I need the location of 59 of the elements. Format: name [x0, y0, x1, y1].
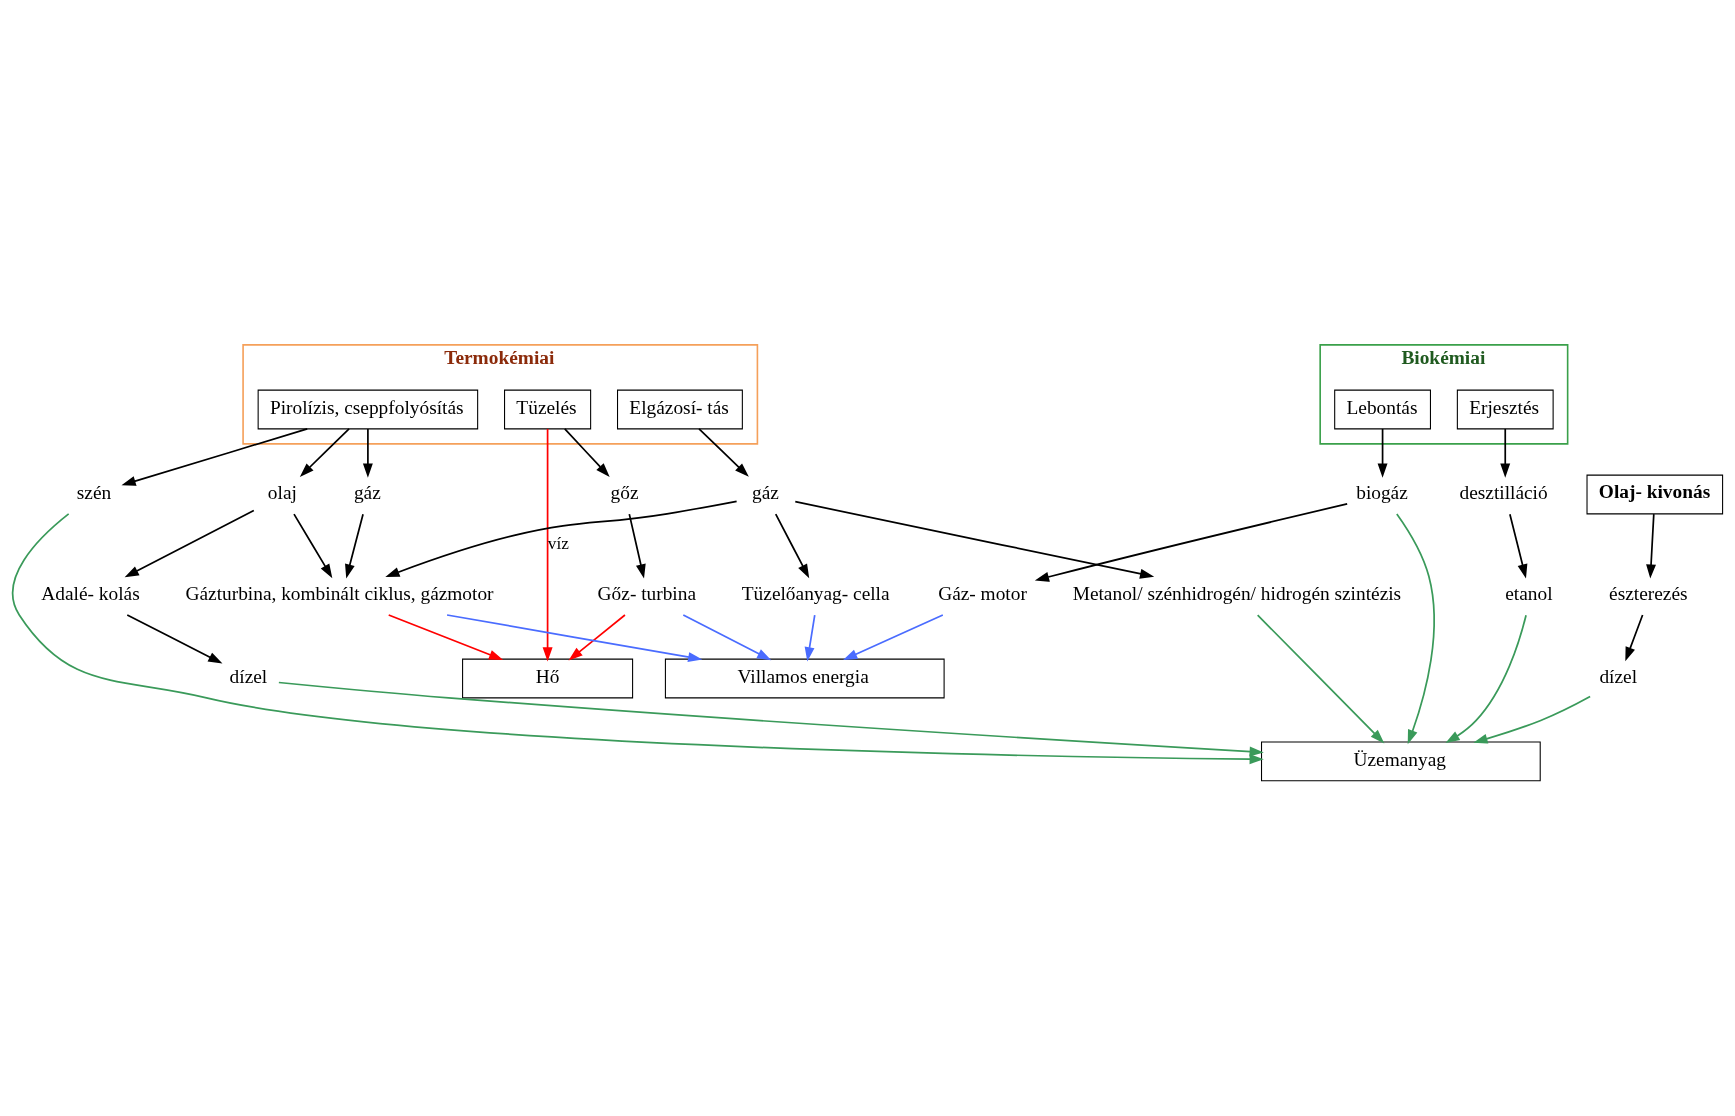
arrow [1034, 502, 1349, 582]
node-text: Metanol/ szénhidrogén/ hidrogén szintézis [1072, 582, 1402, 604]
node-box: Lebontás [1334, 389, 1431, 429]
arrow [563, 427, 610, 477]
node-box: Olaj- kivonás [1586, 474, 1724, 514]
node-text: gőz [610, 481, 639, 503]
arrow [121, 427, 309, 486]
node-box: Üzemanyag [1261, 740, 1541, 781]
node-text: biogáz [1356, 481, 1408, 503]
node-text: gáz [752, 481, 779, 503]
arrow [1395, 512, 1436, 744]
node-text: szén [76, 481, 112, 503]
arrow [1625, 613, 1644, 661]
node-box: Pirolízis, cseppfolyósítás [257, 389, 479, 429]
edge-label: víz [547, 533, 569, 553]
arrow [345, 512, 364, 579]
arrow [843, 613, 944, 660]
node-text: dízel [1599, 665, 1638, 687]
arrow [568, 613, 626, 660]
arrow [278, 681, 1264, 757]
node-text: Adalé- kolás [41, 582, 140, 604]
arrow [299, 427, 350, 477]
node-text: Gáz- motor [938, 582, 1027, 604]
arrow [387, 613, 504, 660]
arrow [1445, 613, 1527, 743]
node-box: Villamos energia [664, 658, 945, 698]
arrow [126, 613, 223, 664]
arrow [385, 499, 738, 577]
node-box: Tüzelés [504, 389, 592, 429]
node-text: etanol [1505, 582, 1553, 604]
node-box: Hő [462, 658, 634, 698]
node-text: desztilláció [1459, 481, 1548, 503]
arrow [362, 427, 373, 478]
arrow [542, 427, 553, 662]
node-text: olaj [267, 481, 297, 503]
node-text: dízel [229, 665, 268, 687]
arrow [446, 613, 703, 662]
arrow [124, 509, 255, 577]
node-text: Gőz- turbina [597, 582, 697, 604]
node-text: Gázturbina, kombinált ciklus, gázmotor [185, 582, 494, 604]
arrow [804, 613, 816, 661]
arrow [628, 512, 646, 579]
arrow [1646, 512, 1657, 579]
node-box: Elgázosí- tás [617, 389, 743, 429]
arrow [1256, 613, 1385, 743]
arrow [1509, 512, 1528, 579]
node-text: gáz [353, 481, 381, 503]
arrow [293, 512, 333, 578]
arrow [774, 512, 810, 578]
node-text: észterezés [1609, 582, 1688, 604]
arrow [1473, 695, 1591, 743]
arrow [1377, 427, 1388, 478]
arrow [1500, 427, 1511, 478]
arrow [794, 500, 1155, 579]
arrow [11, 512, 1264, 764]
arrow [698, 427, 749, 477]
node-box: Erjesztés [1456, 389, 1554, 429]
arrow [682, 613, 772, 660]
node-text: Tüzelőanyag- cella [741, 582, 890, 604]
